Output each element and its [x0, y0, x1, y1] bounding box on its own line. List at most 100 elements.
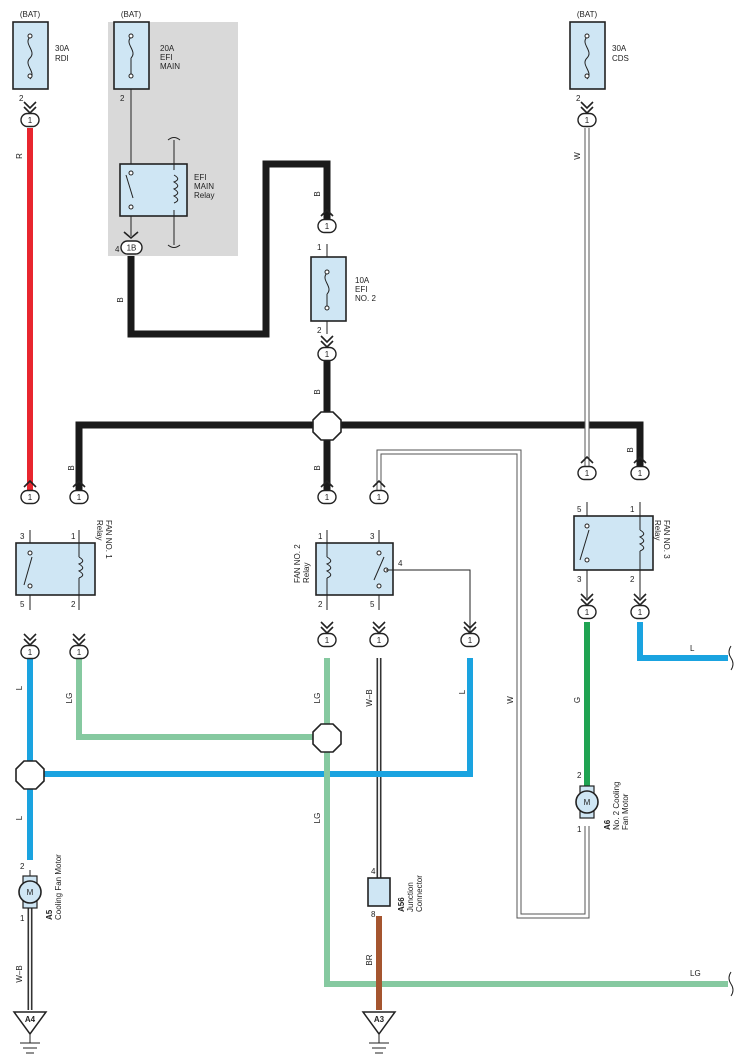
wire-label-l-cross: L [458, 689, 467, 694]
wire-label-b-fan1: B [67, 465, 76, 470]
wire-label-b-efi: B [116, 297, 125, 302]
wire-label-lg-right: LG [690, 969, 701, 978]
connector-chevron [633, 455, 647, 464]
connector-oval [317, 489, 337, 505]
white-wires [376, 128, 590, 919]
fuse-efi-no2: 10A EFI NO. 2 1 2 [310, 243, 376, 335]
connector-fan2-pin2: 1 [317, 621, 337, 648]
fuse-efi-no2-pin-bottom: 2 [317, 326, 322, 335]
wire-label-g: G [573, 697, 582, 703]
wire-label-lg-fan2: LG [313, 693, 322, 704]
ground-a4-label: A4 [25, 1015, 36, 1024]
junction-a56-code: A56 [397, 897, 406, 912]
connector-efi-no2-in: 1 [317, 208, 337, 234]
fuse-cds-source: (BAT) [577, 10, 598, 19]
fan-no1-pin2: 2 [71, 600, 76, 609]
wire-label-lg-lower: LG [313, 813, 322, 824]
fan-no1-label2: Relay [95, 520, 104, 540]
motor-a6-code: A6 [603, 819, 612, 830]
connector-oval [577, 112, 597, 128]
junction-a56-line1: Junction [406, 882, 415, 912]
wire-label-b-efi-top: B [313, 191, 322, 196]
splice-l [15, 760, 45, 790]
wire-label-l-fan1: L [15, 685, 24, 690]
efi-main-relay: EFI MAIN Relay 4 [115, 137, 214, 254]
fuse-efi-main-name1: EFI [160, 53, 172, 62]
connector-label: 1 [28, 648, 33, 657]
junction-a56: 4 8 A56 Junction Connector [367, 867, 424, 919]
fan-no2-pin1: 1 [318, 532, 323, 541]
wire-label-l-fan3: L [690, 644, 695, 653]
fuse-efi-main-source: (BAT) [121, 10, 142, 19]
fan-no2-label2: Relay [302, 563, 311, 583]
efi-main-relay-line2: MAIN [194, 182, 214, 191]
connector-oval [630, 604, 650, 620]
connector-fan2-pin5: 1 [369, 621, 389, 648]
motor-a5-pin-bottom: 1 [20, 914, 25, 923]
fan-no1-label1: FAN NO. 1 [104, 520, 113, 559]
black-wires [75, 160, 644, 490]
wire-l-fan3 [637, 622, 728, 661]
fuse-rdi-name: RDI [55, 54, 69, 63]
fuse-rdi-source: (BAT) [20, 10, 41, 19]
fan-no1-relay: 3 1 5 2 FAN NO. 1 Relay [15, 520, 113, 610]
connector-label: 1 [585, 469, 590, 478]
connector-chevron [372, 621, 386, 635]
wire-b-efi-main-to-efi-no2 [127, 160, 331, 338]
connector-oval [20, 489, 40, 505]
motor-a5: M 2 1 A5 Cooling Fan Motor [18, 854, 63, 923]
connector-chevron [320, 621, 334, 635]
wire-label-br: BR [365, 954, 374, 965]
fan-no2-label1: FAN NO. 2 [293, 544, 302, 583]
fan-no2-relay: 1 3 4 2 5 FAN NO. 2 Relay [293, 530, 403, 610]
fan-no1-pin3: 3 [20, 532, 25, 541]
fan-no3-label1: FAN NO. 3 [662, 520, 671, 559]
lg-wires [76, 658, 728, 987]
splice-lg [312, 723, 342, 753]
connector-label: 1 [468, 636, 473, 645]
connector-fan1-pin1: 1 [69, 479, 89, 505]
fan-no1-pin1: 1 [71, 532, 76, 541]
connector-chevron [320, 335, 334, 349]
motor-a6-name2: Fan Motor [621, 793, 630, 830]
fuse-cds-pin: 2 [576, 94, 581, 103]
connector-rdi: 1 [20, 101, 40, 128]
connector-cds: 1 [577, 101, 597, 128]
connector-label: 1 [77, 648, 82, 657]
connector-fan3-pin3: 1 [577, 593, 597, 620]
fuse-efi-no2-rating: 10A [355, 276, 370, 285]
fan-no2-pin4: 4 [398, 559, 403, 568]
wire-label-lg-fan1: LG [65, 693, 74, 704]
ground-a3-label: A3 [374, 1015, 385, 1024]
connector-chevron [580, 455, 594, 464]
wire-label-b-fan2: B [313, 465, 322, 470]
connector-oval [317, 218, 337, 234]
connector-oval [577, 465, 597, 481]
connector-label: 1 [28, 116, 33, 125]
connector-oval [460, 632, 480, 648]
connector-chevron [320, 208, 334, 217]
fuse-cds-name: CDS [612, 54, 629, 63]
motor-a5-code: A5 [45, 909, 54, 920]
splice-points [15, 411, 342, 790]
splice-b [312, 411, 342, 441]
efi-main-relay-line3: Relay [194, 191, 214, 200]
motor-a5-pin-top: 2 [20, 862, 25, 871]
fan-no3-pin5: 5 [577, 505, 582, 514]
connector-chevron [72, 633, 86, 647]
motor-a5-symbol: M [27, 888, 34, 897]
fuse-cds-rating: 30A [612, 44, 627, 53]
wire-label-wb-a5: W–B [15, 965, 24, 982]
wire-b-bus [75, 421, 644, 490]
connector-label: 1 [585, 608, 590, 617]
fan-no3-pin3: 3 [577, 575, 582, 584]
motor-a6-pin-bottom: 1 [577, 825, 582, 834]
connector-fan2-pin3: 1 [369, 479, 389, 505]
connector-chevron [23, 633, 37, 647]
wb-wires [27, 658, 382, 1010]
fuse-rdi-pin: 2 [19, 94, 24, 103]
efi-main-relay-line1: EFI [194, 173, 206, 182]
fan-no2-pin3: 3 [370, 532, 375, 541]
